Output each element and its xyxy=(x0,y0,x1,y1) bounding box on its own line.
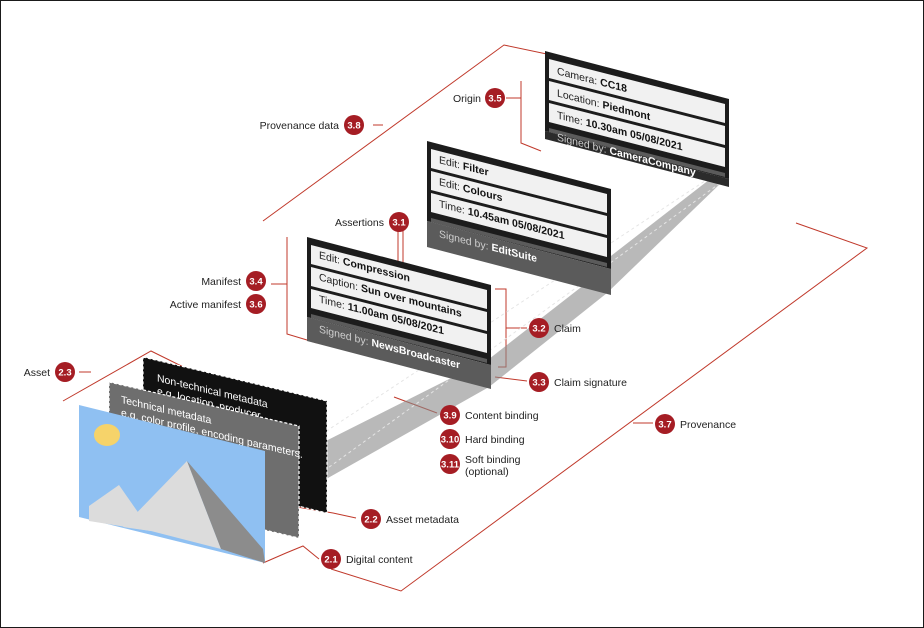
badge-hard-binding-text: 3.10 xyxy=(441,435,460,446)
mountain-shadow-icon xyxy=(187,461,265,563)
label-origin-text: Origin xyxy=(453,93,481,105)
label-claim: 3.2 Claim xyxy=(529,318,581,338)
edit-row-1 xyxy=(431,149,607,213)
badge-claim-signature xyxy=(529,372,549,392)
edit-signature-bar xyxy=(431,218,607,267)
origin-row-1 xyxy=(549,59,725,123)
badge-assertions xyxy=(389,212,409,232)
origin-row-2 xyxy=(549,81,725,145)
badge-content-binding-text: 3.9 xyxy=(443,411,456,422)
label-asset-metadata-text: Asset metadata xyxy=(386,514,459,526)
badge-provenance-data-text: 3.8 xyxy=(347,121,360,132)
label-content-binding: 3.9 Content binding xyxy=(440,405,539,425)
beam-edge-top xyxy=(265,168,724,472)
origin-card: Camera: CC18 Location: Piedmont Time: 10… xyxy=(545,51,729,187)
beam-edge-bottom xyxy=(265,180,724,514)
badge-asset-metadata-text: 2.2 xyxy=(364,515,377,526)
badge-provenance xyxy=(655,414,675,434)
label-manifest: Manifest 3.4 xyxy=(201,271,266,291)
badge-digital-content-text: 2.1 xyxy=(324,555,338,566)
origin-signature-bar xyxy=(549,128,725,177)
label-assertions-text: Assertions xyxy=(335,217,384,229)
label-provenance-text: Provenance xyxy=(680,419,736,431)
badge-asset-metadata xyxy=(361,509,381,529)
badge-assertions-text: 3.1 xyxy=(392,218,406,229)
badge-soft-binding xyxy=(440,454,460,474)
label-active-manifest: Active manifest 3.6 xyxy=(170,294,266,314)
sun-icon xyxy=(94,424,120,446)
edit-row-3 xyxy=(431,193,607,257)
badge-provenance-data xyxy=(344,115,364,135)
origin-row-3 xyxy=(549,103,725,167)
asset-metadata-bracket xyxy=(296,506,357,519)
provenance-data-bracket xyxy=(262,44,562,222)
label-digital-content-text: Digital content xyxy=(346,554,413,566)
badge-asset-text: 2.3 xyxy=(58,368,71,379)
label-claim-signature: 3.3 Claim signature xyxy=(529,372,627,392)
label-soft-binding: 3.11 Soft binding (optional) xyxy=(440,454,521,478)
label-soft-binding-note: (optional) xyxy=(465,466,509,478)
active-row-3 xyxy=(311,289,487,353)
label-hard-binding: 3.10 Hard binding xyxy=(440,429,525,449)
active-manifest-card: Edit: Compression Caption: Sun over moun… xyxy=(307,237,491,389)
badge-provenance-text: 3.7 xyxy=(658,420,671,431)
edit-card: Edit: Filter Edit: Colours Time: 10.45am… xyxy=(427,141,611,295)
badge-claim-text: 3.2 xyxy=(532,324,545,335)
active-row-2 xyxy=(311,267,487,331)
origin-bracket xyxy=(520,81,542,152)
label-digital-content: 2.1 Digital content xyxy=(321,549,413,569)
label-provenance-data-text: Provenance data xyxy=(260,120,340,132)
label-content-binding-text: Content binding xyxy=(465,410,539,422)
edit-bottom-edge xyxy=(427,221,611,295)
active-row-1 xyxy=(311,245,487,309)
asset-layers: Non-technical metadata e.g. location, pr… xyxy=(79,356,328,563)
label-manifest-text: Manifest xyxy=(201,276,241,288)
badge-manifest-text: 3.4 xyxy=(249,277,263,288)
label-asset-text: Asset xyxy=(24,367,50,379)
badge-manifest xyxy=(246,271,266,291)
badge-claim xyxy=(529,318,549,338)
origin-bottom-edge xyxy=(545,131,729,187)
badge-origin-text: 3.5 xyxy=(488,94,502,105)
badge-asset xyxy=(55,362,75,382)
label-provenance: 3.7 Provenance xyxy=(655,414,736,434)
active-bottom-edge xyxy=(307,317,491,389)
digital-content-bracket xyxy=(262,545,320,564)
badge-digital-content xyxy=(321,549,341,569)
badge-active-manifest-text: 3.6 xyxy=(249,300,262,311)
active-signature-bar xyxy=(311,314,487,363)
provenance-bracket xyxy=(330,222,869,592)
label-provenance-data: Provenance data 3.8 xyxy=(260,115,364,135)
badge-active-manifest xyxy=(246,294,266,314)
beam-origin-to-edit xyxy=(607,169,723,293)
mountain-large-icon xyxy=(123,461,221,549)
edit-row-2 xyxy=(431,171,607,235)
label-assertions: Assertions 3.1 xyxy=(335,212,409,232)
label-asset-metadata: 2.2 Asset metadata xyxy=(361,509,459,529)
badge-claim-signature-text: 3.3 xyxy=(532,378,545,389)
badge-soft-binding-text: 3.11 xyxy=(441,460,460,471)
label-claim-text: Claim xyxy=(554,323,581,335)
label-origin: Origin 3.5 xyxy=(453,88,505,108)
badge-hard-binding xyxy=(440,429,460,449)
label-asset: Asset 2.3 xyxy=(24,362,75,382)
badge-content-binding xyxy=(440,405,460,425)
label-soft-binding-text: Soft binding xyxy=(465,454,521,466)
label-hard-binding-text: Hard binding xyxy=(465,434,525,446)
badge-origin xyxy=(485,88,505,108)
label-active-manifest-text: Active manifest xyxy=(170,299,241,311)
label-claim-signature-text: Claim signature xyxy=(554,377,627,389)
